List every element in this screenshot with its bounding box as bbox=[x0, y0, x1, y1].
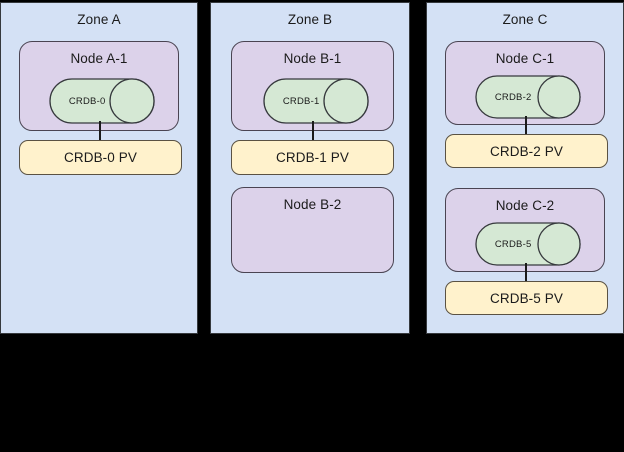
zone-b-title: Zone B bbox=[287, 12, 333, 27]
cylinder-icon bbox=[49, 78, 155, 124]
pv-crdb-5-label: CRDB-5 PV bbox=[490, 290, 563, 306]
zone-a[interactable]: Zone A Node A-1 CRDB-0 CRDB-0 PV bbox=[0, 2, 198, 334]
pv-crdb-1[interactable]: CRDB-1 PV bbox=[231, 140, 394, 175]
node-b-1-title: Node B-1 bbox=[283, 51, 342, 66]
connector-node-b-1-to-crdb-1-pv bbox=[312, 121, 314, 141]
pv-crdb-0-label: CRDB-0 PV bbox=[64, 150, 137, 165]
connector-node-c-1-to-crdb-2-pv bbox=[525, 116, 527, 135]
pod-crdb-1[interactable]: CRDB-1 bbox=[263, 78, 369, 124]
pod-crdb-0[interactable]: CRDB-0 bbox=[49, 78, 155, 124]
pv-crdb-2[interactable]: CRDB-2 PV bbox=[445, 134, 608, 168]
node-c-2[interactable]: Node C-2 CRDB-5 bbox=[445, 188, 605, 272]
cylinder-icon bbox=[263, 78, 369, 124]
node-b-1[interactable]: Node B-1 CRDB-1 bbox=[231, 41, 394, 131]
zone-b[interactable]: Zone B Node B-1 CRDB-1 CRDB-1 PV Node B-… bbox=[210, 2, 410, 334]
node-a-1-title: Node A-1 bbox=[70, 51, 128, 66]
pv-crdb-5[interactable]: CRDB-5 PV bbox=[445, 281, 608, 315]
connector-node-a-1-to-crdb-0-pv bbox=[99, 121, 101, 141]
node-b-2-title: Node B-2 bbox=[283, 197, 342, 212]
cylinder-icon bbox=[475, 75, 581, 119]
pv-crdb-0[interactable]: CRDB-0 PV bbox=[19, 140, 182, 175]
zone-c[interactable]: Zone C Node C-1 CRDB-2 CRDB-2 PV Node C-… bbox=[426, 2, 624, 334]
connector-node-c-2-to-crdb-5-pv bbox=[525, 263, 527, 282]
cylinder-icon bbox=[475, 222, 581, 266]
zone-a-title: Zone A bbox=[77, 12, 121, 27]
node-c-1-title: Node C-1 bbox=[495, 51, 555, 66]
node-b-2[interactable]: Node B-2 bbox=[231, 187, 394, 273]
node-c-1[interactable]: Node C-1 CRDB-2 bbox=[445, 41, 605, 125]
node-a-1[interactable]: Node A-1 CRDB-0 bbox=[19, 41, 179, 131]
pod-crdb-2[interactable]: CRDB-2 bbox=[475, 75, 581, 119]
pv-crdb-1-label: CRDB-1 PV bbox=[276, 150, 349, 165]
pod-crdb-5[interactable]: CRDB-5 bbox=[475, 222, 581, 266]
zone-c-title: Zone C bbox=[502, 12, 548, 27]
node-c-2-title: Node C-2 bbox=[495, 198, 555, 213]
pv-crdb-2-label: CRDB-2 PV bbox=[490, 143, 563, 159]
